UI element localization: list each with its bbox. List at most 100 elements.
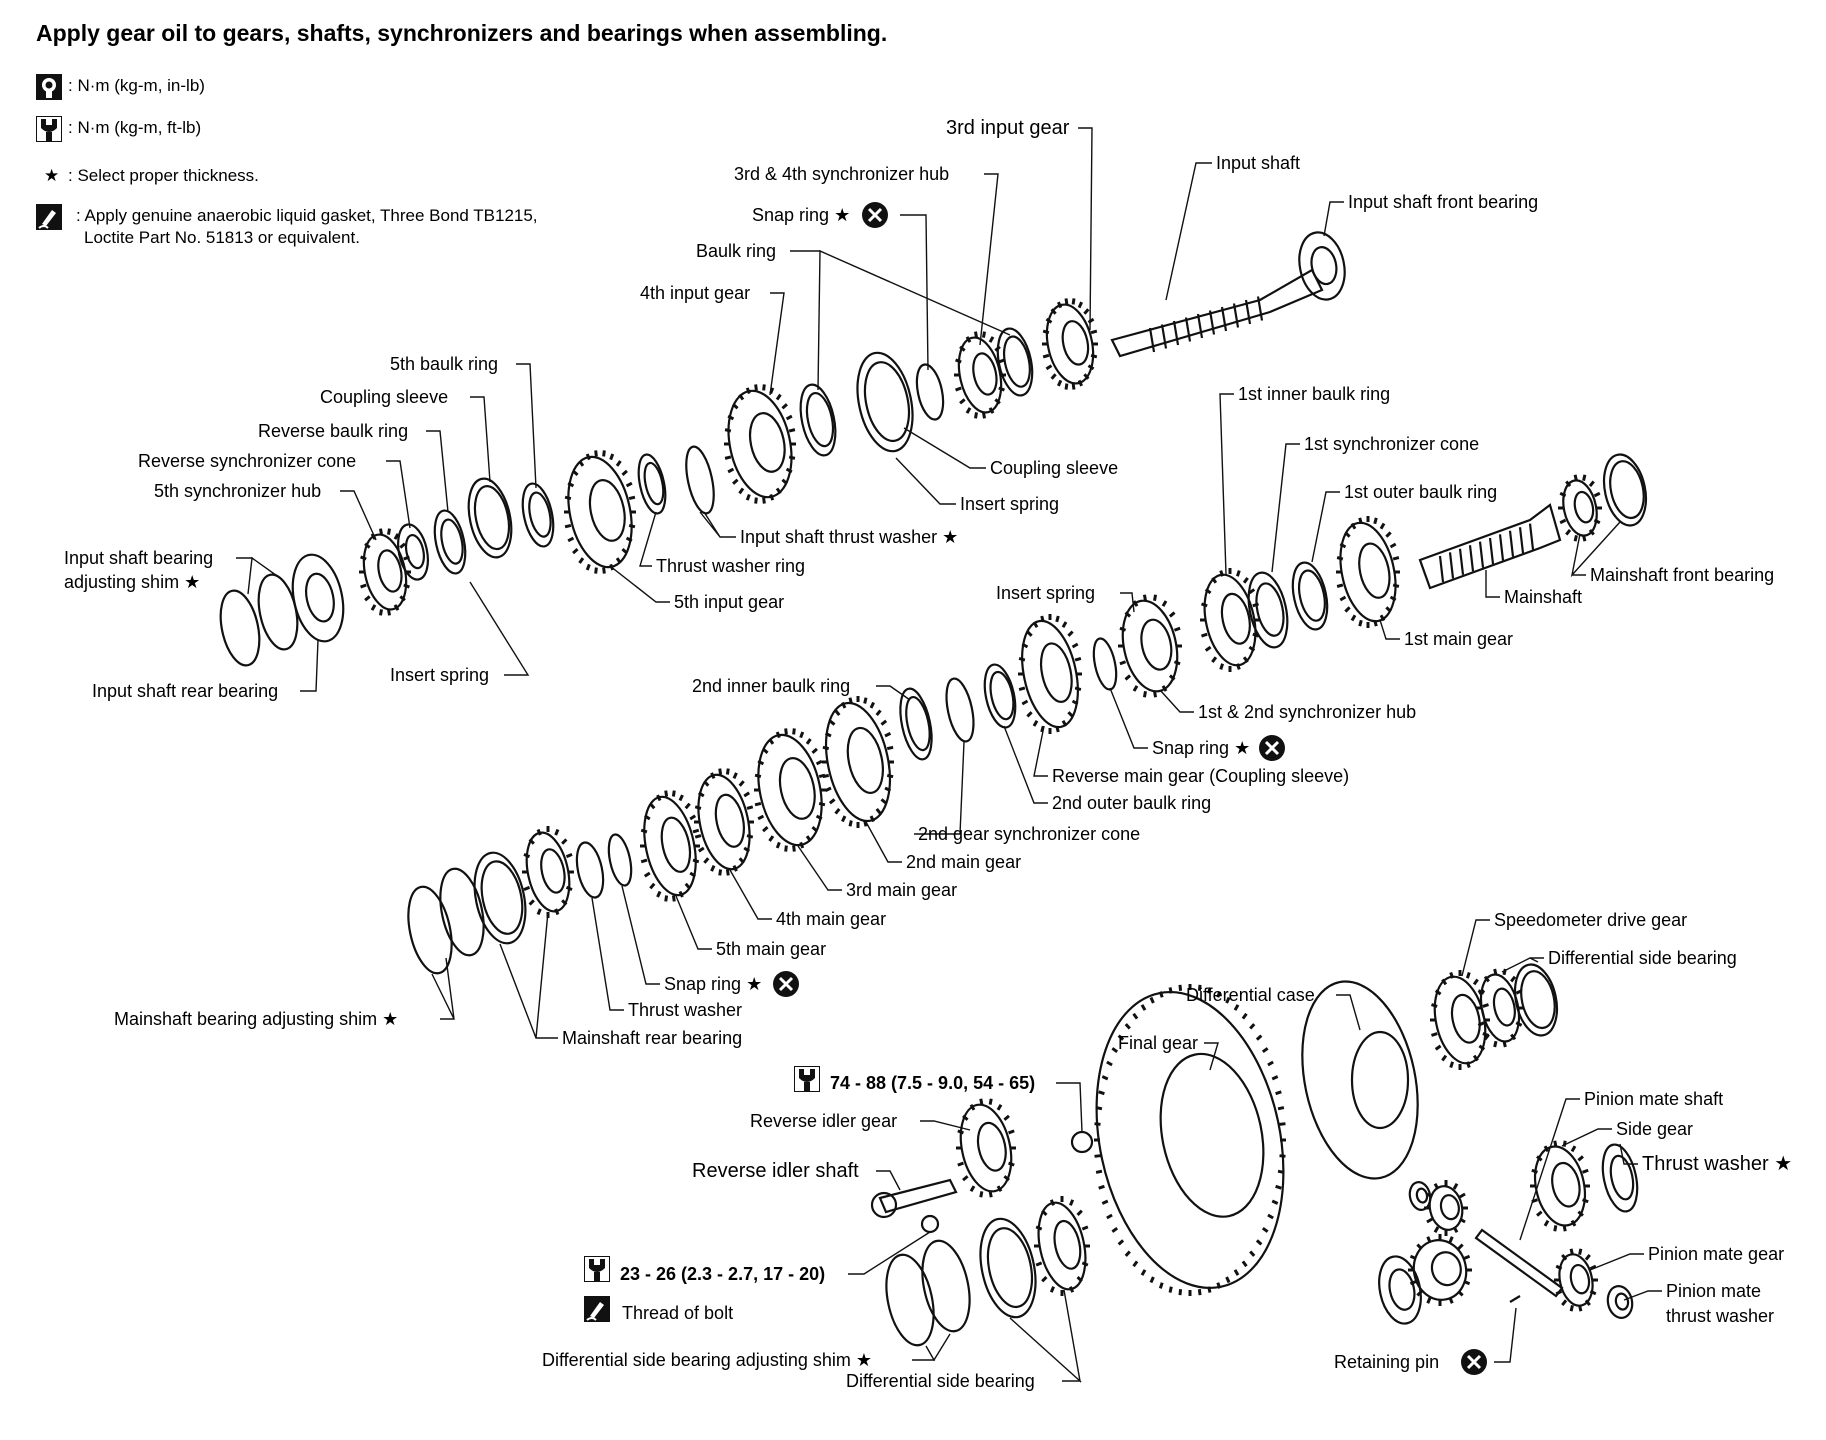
label-input-shaft-bearing-shim-line2: adjusting shim ★ bbox=[64, 572, 200, 592]
label-reverse-idler-shaft: Reverse idler shaft bbox=[692, 1160, 859, 1182]
fifth-input-gear-body bbox=[567, 455, 633, 569]
mainshaft-front-bearing-cone-tooth bbox=[1559, 491, 1567, 498]
second-main-gear-tooth bbox=[824, 732, 832, 738]
second-main-gear-tooth bbox=[841, 701, 847, 709]
reverse-idler-shaft-body bbox=[878, 1178, 958, 1214]
fifth-baulk-ring bbox=[521, 482, 555, 548]
mainshaft-rear-bearing-cone-body bbox=[525, 831, 571, 913]
side-gear-lower-tooth bbox=[1426, 1236, 1432, 1243]
label-snap-ring-mid: Snap ring ★ bbox=[1152, 738, 1250, 758]
label-mainshaft-front-bearing: Mainshaft front bearing bbox=[1590, 565, 1775, 585]
label-5th-main-gear: 5th main gear bbox=[716, 939, 827, 959]
label-pinion-mate-gear: Pinion mate gear bbox=[1648, 1244, 1785, 1264]
fifth-sync-hub-tooth bbox=[386, 609, 391, 616]
fifth-input-gear-tooth bbox=[621, 469, 628, 476]
fifth-input-gear-tooth bbox=[615, 460, 622, 467]
label-mainshaft-rear-bearing: Mainshaft rear bearing bbox=[562, 1028, 743, 1048]
snap-ring-top-outer bbox=[915, 363, 945, 421]
second-main-gear-tooth bbox=[824, 786, 832, 792]
fourth-input-gear-tooth bbox=[788, 428, 796, 433]
third-fourth-sync-hub-tooth bbox=[988, 407, 995, 414]
mainshaft-outline bbox=[1418, 503, 1562, 590]
fifth-sync-hub-tooth bbox=[393, 604, 400, 611]
pinion-mate-gear-tooth bbox=[1578, 1248, 1583, 1255]
second-main-gear-tooth bbox=[822, 745, 830, 751]
speedometer-drive-gear-tooth bbox=[1431, 1003, 1438, 1008]
first-second-sync-hub-tooth bbox=[1153, 691, 1158, 698]
third-fourth-sync-hub-tooth bbox=[959, 398, 966, 405]
third-main-gear-tooth bbox=[768, 738, 775, 745]
mainshaft-rear-bearing-cone-tooth bbox=[554, 828, 560, 836]
leader-mainshaft-rear-bearing bbox=[499, 911, 558, 1039]
side-gear-tooth bbox=[1562, 1225, 1567, 1232]
third-main-gear-tooth bbox=[805, 835, 812, 842]
reverse-main-gear-tooth bbox=[1067, 711, 1074, 718]
pinion-mate-thrust-washer-outer bbox=[1606, 1285, 1634, 1319]
fifth-sync-hub-tooth bbox=[360, 555, 367, 561]
mainshaft-rear-bearing-cup-inner bbox=[480, 860, 524, 935]
reverse-main-gear-tooth bbox=[1074, 686, 1082, 691]
mainshaft-rear-bearing-cone-tooth bbox=[554, 908, 560, 916]
leader-input-shaft-front-bearing bbox=[1323, 201, 1344, 237]
leader-snap-ring-low bbox=[621, 885, 660, 985]
fourth-main-gear-tooth bbox=[743, 846, 751, 853]
fifth-input-gear bbox=[564, 450, 636, 574]
fifth-main-gear-body bbox=[643, 795, 697, 897]
differential-side-bearing-cone-tooth bbox=[1483, 1033, 1490, 1041]
fifth-main-gear bbox=[640, 790, 700, 902]
snap-ring-top-x-icon-cross bbox=[867, 207, 883, 223]
differential-side-bearing-cone-tooth bbox=[1477, 989, 1485, 995]
final-gear-tooth bbox=[1261, 1047, 1269, 1054]
fourth-main-gear-tooth bbox=[746, 834, 754, 839]
speedometer-drive-gear-tooth bbox=[1465, 971, 1471, 979]
pinion-mate-gear-upper-tooth bbox=[1459, 1217, 1466, 1224]
star-icon: ★ bbox=[855, 1350, 872, 1370]
mainshaft-front-bearing-cone-tooth bbox=[1559, 518, 1567, 525]
leader-2nd-main-gear bbox=[865, 821, 902, 863]
mainshaft-spline bbox=[1508, 530, 1515, 557]
first-main-gear-tooth bbox=[1389, 595, 1397, 602]
reverse-main-gear-tooth bbox=[1071, 642, 1079, 649]
fifth-input-gear-hub bbox=[588, 479, 626, 542]
leader-2nd-gear-sync-cone bbox=[914, 741, 965, 835]
final-gear-tooth bbox=[1117, 1034, 1125, 1041]
fifth-input-gear-tooth bbox=[564, 523, 572, 529]
first-second-sync-hub-tooth bbox=[1142, 594, 1147, 601]
final-gear-tooth bbox=[1106, 1213, 1113, 1220]
second-main-gear-tooth bbox=[848, 697, 853, 704]
mainshaft-front-bearing-cone-tooth bbox=[1593, 491, 1601, 498]
fourth-input-gear-tooth bbox=[724, 455, 732, 460]
thrust-washer-main-outer bbox=[575, 841, 605, 899]
legend-sealant-line2: Loctite Part No. 51813 or equivalent. bbox=[84, 228, 360, 247]
thrust-washer-diff-text: Thrust washer bbox=[1642, 1153, 1769, 1175]
leader-pinion-mate-gear bbox=[1589, 1253, 1644, 1271]
first-inner-baulk-ring-tooth bbox=[1242, 577, 1249, 584]
mainshaft-front-bearing-cone-tooth bbox=[1573, 474, 1578, 482]
second-main-gear-hub bbox=[846, 726, 884, 795]
differential-side-bearing-cone-bottom-tooth bbox=[1069, 1286, 1075, 1293]
input-shaft-shim-1-outer bbox=[219, 589, 261, 667]
second-main-gear bbox=[822, 696, 894, 828]
mainshaft-rear-bearing-cone-tooth bbox=[536, 908, 542, 916]
third-main-gear-tooth bbox=[792, 845, 796, 852]
leader-1st-2nd-sync-hub bbox=[1159, 689, 1194, 713]
snap-ring-mid-x-icon-cross bbox=[1264, 740, 1280, 756]
differential-side-bearing-cone-bottom-tooth bbox=[1049, 1199, 1055, 1206]
mainshaft-shim-text: Mainshaft bearing adjusting shim bbox=[114, 1009, 378, 1029]
pinion-mate-gear-tooth bbox=[1561, 1254, 1568, 1261]
reverse-sync-cone bbox=[397, 523, 429, 581]
snap-ring-mid-outer bbox=[1092, 637, 1118, 691]
final-gear-tooth bbox=[1124, 1250, 1131, 1257]
final-gear-tooth bbox=[1140, 1269, 1147, 1276]
speedometer-drive-gear-tooth bbox=[1431, 1032, 1438, 1037]
pinion-mate-gear-tooth bbox=[1589, 1264, 1597, 1271]
mainshaft-shim-2 bbox=[439, 867, 485, 957]
label-input-shaft-front-bearing: Input shaft front bearing bbox=[1348, 192, 1539, 212]
third-main-gear-tooth bbox=[799, 731, 805, 739]
final-gear-tooth bbox=[1111, 1047, 1119, 1054]
pinion-mate-gear-tooth bbox=[1569, 1248, 1574, 1255]
speedometer-drive-gear-tooth bbox=[1449, 971, 1455, 979]
label-torque-final-gear: 74 - 88 (7.5 - 9.0, 54 - 65) bbox=[830, 1073, 1036, 1093]
leader-final-gear bbox=[1204, 1042, 1219, 1071]
reverse-idler-gear-hub bbox=[976, 1121, 1007, 1172]
